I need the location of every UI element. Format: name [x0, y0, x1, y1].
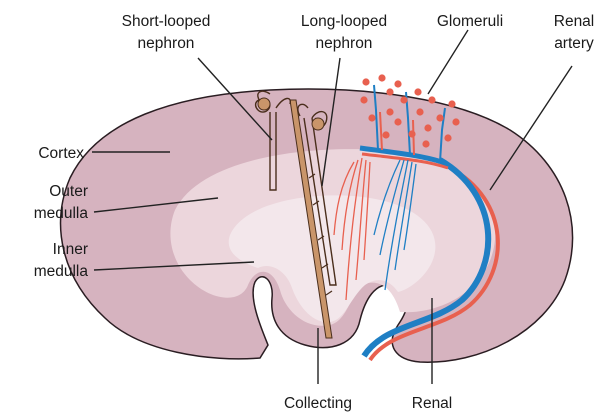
label-renal-artery-line2: artery — [554, 35, 594, 52]
label-outer-medulla-line2: medulla — [34, 205, 89, 222]
label-renal-bottom: Renal — [412, 395, 453, 412]
label-short-looped-line1: Short-looped — [122, 13, 211, 30]
label-collecting: Collecting — [284, 395, 352, 412]
label-inner-medulla-line2: medulla — [34, 263, 89, 280]
label-long-looped-line1: Long-looped — [301, 13, 387, 30]
label-inner-medulla-line1: Inner — [53, 241, 88, 258]
label-glomeruli: Glomeruli — [437, 13, 503, 30]
long-nephron-glomerulus — [312, 118, 324, 130]
label-long-looped-line2: nephron — [316, 35, 373, 52]
label-short-looped-line2: nephron — [138, 35, 195, 52]
leader-glomeruli — [428, 30, 468, 94]
short-nephron-glomerulus — [258, 98, 270, 110]
label-outer-medulla-line1: Outer — [49, 183, 88, 200]
label-cortex: Cortex — [38, 145, 84, 162]
label-renal-artery-line1: Renal — [554, 13, 595, 30]
